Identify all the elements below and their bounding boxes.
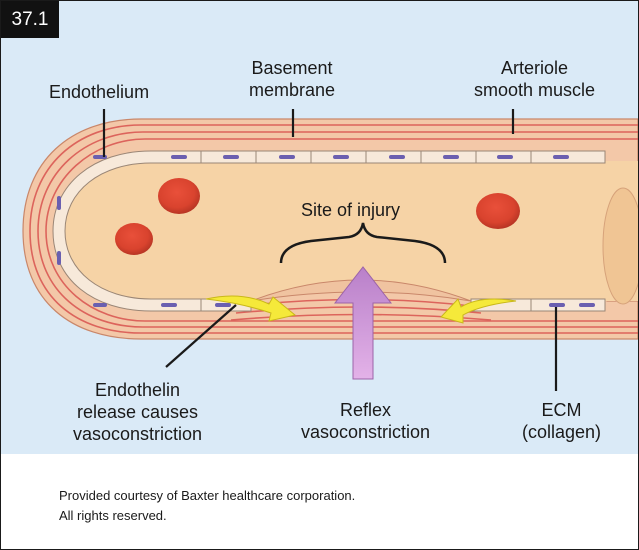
- red-blood-cell: [115, 223, 153, 255]
- red-blood-cell: [158, 178, 200, 214]
- label-basement-membrane: Basement membrane: [249, 57, 335, 101]
- figure-number-badge: 37.1: [1, 1, 59, 38]
- label-ecm-collagen: ECM (collagen): [522, 399, 601, 443]
- label-reflex-vasoconstriction: Reflex vasoconstriction: [301, 399, 430, 443]
- credit-text: Provided courtesy of Baxter healthcare c…: [59, 486, 355, 526]
- label-endothelium: Endothelium: [49, 81, 149, 103]
- label-endothelin-release: Endothelin release causes vasoconstricti…: [73, 379, 202, 445]
- label-arteriole-smooth-muscle: Arteriole smooth muscle: [474, 57, 595, 101]
- lumen-opening: [603, 188, 638, 304]
- diagram-area: 37.1 Endothelium Basement membrane Arter…: [1, 1, 638, 454]
- red-blood-cell: [476, 193, 520, 229]
- label-site-of-injury: Site of injury: [301, 199, 400, 221]
